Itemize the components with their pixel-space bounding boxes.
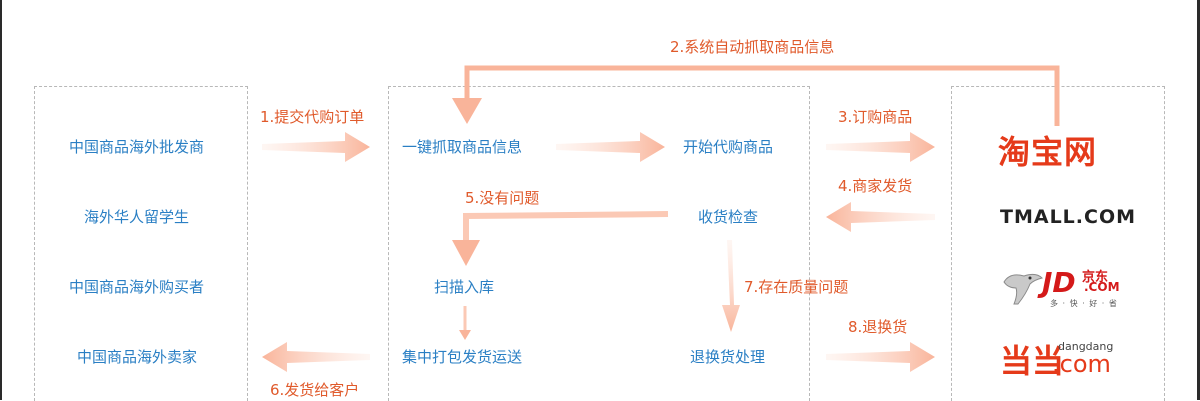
- customer-box: [34, 86, 248, 401]
- arrow-step-3: [826, 132, 935, 162]
- arrow-step-2: [452, 65, 1060, 126]
- jd-slogan: 多 · 快 · 好 · 省: [1050, 299, 1118, 308]
- node-receive-check: 收货检查: [698, 208, 759, 226]
- step-5-label: 5.没有问题: [465, 189, 540, 207]
- node-return-process: 退换货处理: [690, 348, 766, 366]
- node-pack-ship: 集中打包发货运送: [402, 348, 523, 366]
- arrow-grab-to-purchase: [556, 132, 665, 162]
- dangdang-name: dangdang: [1058, 340, 1114, 353]
- arrow-scan-to-pack: [459, 306, 471, 340]
- arrow-step-5: [452, 211, 669, 266]
- step-8-label: 8.退换货: [848, 318, 908, 336]
- platform-box: [388, 86, 810, 401]
- jd-wordmark: JD: [1042, 266, 1076, 299]
- node-overseas-wholesaler: 中国商品海外批发商: [69, 138, 205, 156]
- node-grab-info: 一键抓取商品信息: [402, 138, 523, 156]
- step-3-label: 3.订购商品: [838, 108, 913, 126]
- jd-dotcom: .COM: [1084, 280, 1120, 294]
- frame-right-edge: [1197, 0, 1200, 400]
- jd-logo: JD 京东 .COM 多 · 快 · 好 · 省: [1000, 266, 1120, 310]
- step-2-label: 2.系统自动抓取商品信息: [670, 38, 835, 56]
- arrow-step-7: [722, 240, 740, 332]
- step-1-label: 1.提交代购订单: [260, 108, 365, 126]
- tmall-logo: TMALL.COM: [1000, 206, 1137, 228]
- arrow-step-1: [262, 132, 370, 162]
- node-overseas-students: 海外华人留学生: [84, 208, 190, 226]
- taobao-logo: 淘宝网: [998, 133, 1098, 171]
- node-overseas-buyers: 中国商品海外购买者: [69, 278, 205, 296]
- dangdang-dotcom: .com: [1052, 350, 1111, 378]
- arrow-step-6: [262, 342, 370, 372]
- node-overseas-sellers: 中国商品海外卖家: [77, 348, 198, 366]
- frame-left-edge: [0, 0, 2, 400]
- step-7-label: 7.存在质量问题: [744, 278, 849, 296]
- jd-chinese-name: 京东: [1082, 270, 1109, 285]
- node-start-purchase: 开始代购商品: [683, 138, 774, 156]
- dangdang-mark: 当当: [1000, 342, 1065, 380]
- arrow-step-8: [826, 342, 935, 372]
- dangdang-logo: 当当 dangdang .com: [1000, 336, 1120, 380]
- step-4-label: 4.商家发货: [838, 177, 913, 195]
- node-scan-storage: 扫描入库: [434, 278, 495, 296]
- step-6-label: 6.发货给客户: [270, 381, 360, 399]
- jd-dog-icon: [1003, 273, 1043, 305]
- arrow-step-4: [826, 202, 935, 232]
